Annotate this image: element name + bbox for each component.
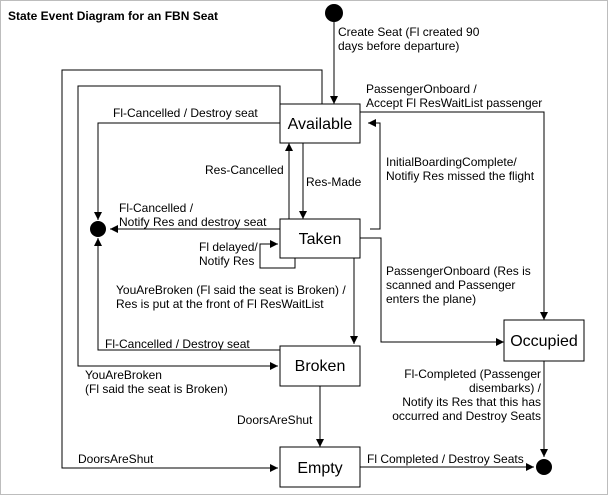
transition-label-line: days before departure) bbox=[338, 39, 459, 53]
edge-available-to-occupied bbox=[360, 111, 548, 320]
transition-label-line: Notify its Res that this has bbox=[402, 395, 541, 409]
transition-label-line: (Fl said the seat is Broken) bbox=[85, 382, 228, 396]
label-passenger-onboard-accept: PassengerOnboard /Accept Fl ResWaitList … bbox=[366, 82, 542, 110]
transition-label-line: Fl delayed/ bbox=[199, 240, 258, 254]
state-empty: Empty bbox=[279, 446, 361, 488]
transition-label-line: occurred and Destroy Seats bbox=[392, 409, 541, 423]
transition-label-line: Accept Fl ResWaitList passenger bbox=[366, 96, 542, 110]
label-fl-cancelled-destroy-broken: Fl-Cancelled / Destroy seat bbox=[105, 337, 250, 351]
transition-label-line: scanned and Passenger bbox=[386, 278, 515, 292]
transition-label-line: Notifiy Res missed the flight bbox=[386, 169, 535, 183]
transition-label-line: PassengerOnboard / bbox=[366, 82, 477, 96]
transition-label-line: InitialBoardingComplete/ bbox=[386, 155, 517, 169]
transition-label-line: Fl-Cancelled / Destroy seat bbox=[113, 106, 258, 120]
transition-label-line: Res is put at the front of Fl ResWaitLis… bbox=[116, 297, 324, 311]
initial-state-node bbox=[325, 4, 343, 22]
edge-available-to-empty bbox=[61, 69, 323, 472]
label-fl-cancelled-notify-res: Fl-Cancelled /Notify Res and destroy sea… bbox=[119, 201, 267, 229]
label-res-made: Res-Made bbox=[306, 175, 362, 189]
label-doors-are-shut-broken: DoorsAreShut bbox=[237, 413, 313, 427]
label-you-are-broken-available: YouAreBroken(Fl said the seat is Broken) bbox=[85, 368, 228, 396]
label-fl-cancelled-destroy-top: Fl-Cancelled / Destroy seat bbox=[113, 106, 258, 120]
edge-fl-delayed-self-loop bbox=[259, 240, 296, 269]
transition-label-line: YouAreBroken bbox=[85, 368, 162, 382]
state-taken: Taken bbox=[279, 218, 361, 259]
label-doors-are-shut-available: DoorsAreShut bbox=[78, 452, 154, 466]
state-broken-label: Broken bbox=[295, 358, 346, 375]
transition-label-line: Fl-Cancelled / bbox=[119, 201, 194, 215]
label-you-are-broken-taken: YouAreBroken (Fl said the seat is Broken… bbox=[116, 283, 346, 311]
state-empty-label: Empty bbox=[297, 460, 342, 477]
edge-broken-to-destroyed bbox=[94, 238, 280, 351]
state-occupied: Occupied bbox=[503, 319, 585, 362]
transition-label-line: YouAreBroken (Fl said the seat is Broken… bbox=[116, 283, 346, 297]
completed-final-node bbox=[536, 459, 552, 475]
label-fl-completed-destroy-seats: Fl Completed / Destroy Seats bbox=[367, 452, 524, 466]
transition-label-line: Fl-Completed (Passenger bbox=[404, 367, 541, 381]
edge-taken-to-occupied bbox=[360, 237, 504, 346]
state-broken: Broken bbox=[279, 345, 361, 387]
state-taken-label: Taken bbox=[299, 231, 342, 248]
edge-available-to-destroyed bbox=[94, 122, 280, 220]
edge-initial-boarding-complete bbox=[368, 119, 381, 230]
state-occupied-label: Occupied bbox=[510, 333, 578, 350]
state-available: Available bbox=[279, 103, 361, 144]
destroyed-final-node bbox=[90, 221, 106, 237]
transition-label-line: disembarks) / bbox=[469, 381, 542, 395]
transition-label-line: PassengerOnboard (Res is bbox=[386, 264, 531, 278]
transition-label-line: Notify Res bbox=[199, 254, 254, 268]
state-available-label: Available bbox=[288, 116, 353, 133]
transition-label-line: Create Seat (Fl created 90 bbox=[338, 25, 480, 39]
transition-label-line: Res-Cancelled bbox=[205, 163, 284, 177]
transition-label-line: DoorsAreShut bbox=[78, 452, 154, 466]
transition-label-line: DoorsAreShut bbox=[237, 413, 313, 427]
transition-label-line: Notify Res and destroy seat bbox=[119, 215, 267, 229]
transition-label-line: Fl Completed / Destroy Seats bbox=[367, 452, 524, 466]
transition-label-line: Fl-Cancelled / Destroy seat bbox=[105, 337, 250, 351]
edge-available-to-broken bbox=[77, 85, 281, 370]
transition-edges bbox=[61, 22, 548, 472]
label-res-cancelled: Res-Cancelled bbox=[205, 163, 284, 177]
label-fl-delayed: Fl delayed/Notify Res bbox=[199, 240, 258, 268]
label-initial-boarding-complete: InitialBoardingComplete/Notifiy Res miss… bbox=[386, 155, 535, 183]
diagram-title: State Event Diagram for an FBN Seat bbox=[8, 9, 218, 23]
transition-label-line: enters the plane) bbox=[386, 292, 476, 306]
transition-label-line: Res-Made bbox=[306, 175, 362, 189]
